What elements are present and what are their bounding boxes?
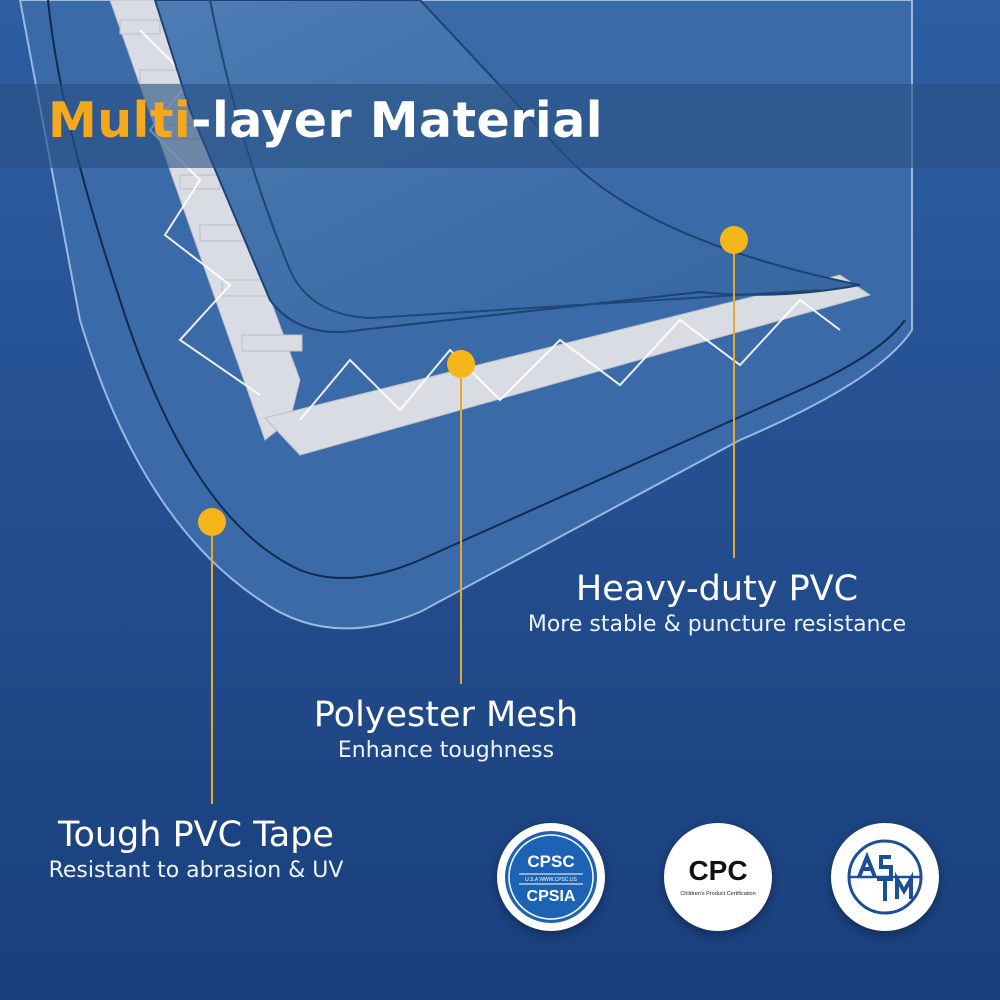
pvc-tape-description: Resistant to abrasion & UV [48,858,344,883]
cpc-badge: CPC Children's Product Certification [664,823,772,931]
pvc-tape-marker [198,508,226,536]
heavy-duty-pvc-leader [733,240,735,558]
title-band [0,84,1000,168]
polyester-mesh-callout: Polyester Mesh Enhance toughness [286,694,606,766]
heavy-duty-pvc-description: More stable & puncture resistance [527,612,907,637]
page-title: Multi-layer Material [48,92,603,149]
astm-badge [831,823,939,931]
polyester-mesh-leader [460,364,462,684]
polyester-mesh-heading: Polyester Mesh [313,695,579,735]
cpsc-top-text: CPSC [527,852,574,871]
cpsc-seal: CPSC U.S.A WWW.CPSC.US CPSIA [505,831,597,923]
cpc-title: CPC [688,855,747,886]
astm-logo [847,839,923,915]
pvc-tape-heading: Tough PVC Tape [58,815,334,855]
cpsc-bottom-text: CPSIA [527,888,576,905]
pvc-tape-leader [211,522,213,804]
heavy-duty-pvc-callout: Heavy-duty PVC More stable & puncture re… [500,568,934,640]
title-highlight: Multi [48,92,192,149]
title-rest: -layer Material [191,92,604,149]
heavy-duty-pvc-marker [720,226,748,254]
cpsc-middle-text: U.S.A WWW.CPSC.US [525,877,577,883]
polyester-mesh-marker [447,350,475,378]
cpsc-badge: CPSC U.S.A WWW.CPSC.US CPSIA [497,823,605,931]
cpc-subtitle: Children's Product Certification [680,891,755,897]
pvc-tape-callout: Tough PVC Tape Resistant to abrasion & U… [16,814,376,886]
polyester-mesh-description: Enhance toughness [337,738,555,763]
heavy-duty-pvc-heading: Heavy-duty PVC [575,569,859,609]
cpc-seal: CPC Children's Product Certification [680,855,755,897]
